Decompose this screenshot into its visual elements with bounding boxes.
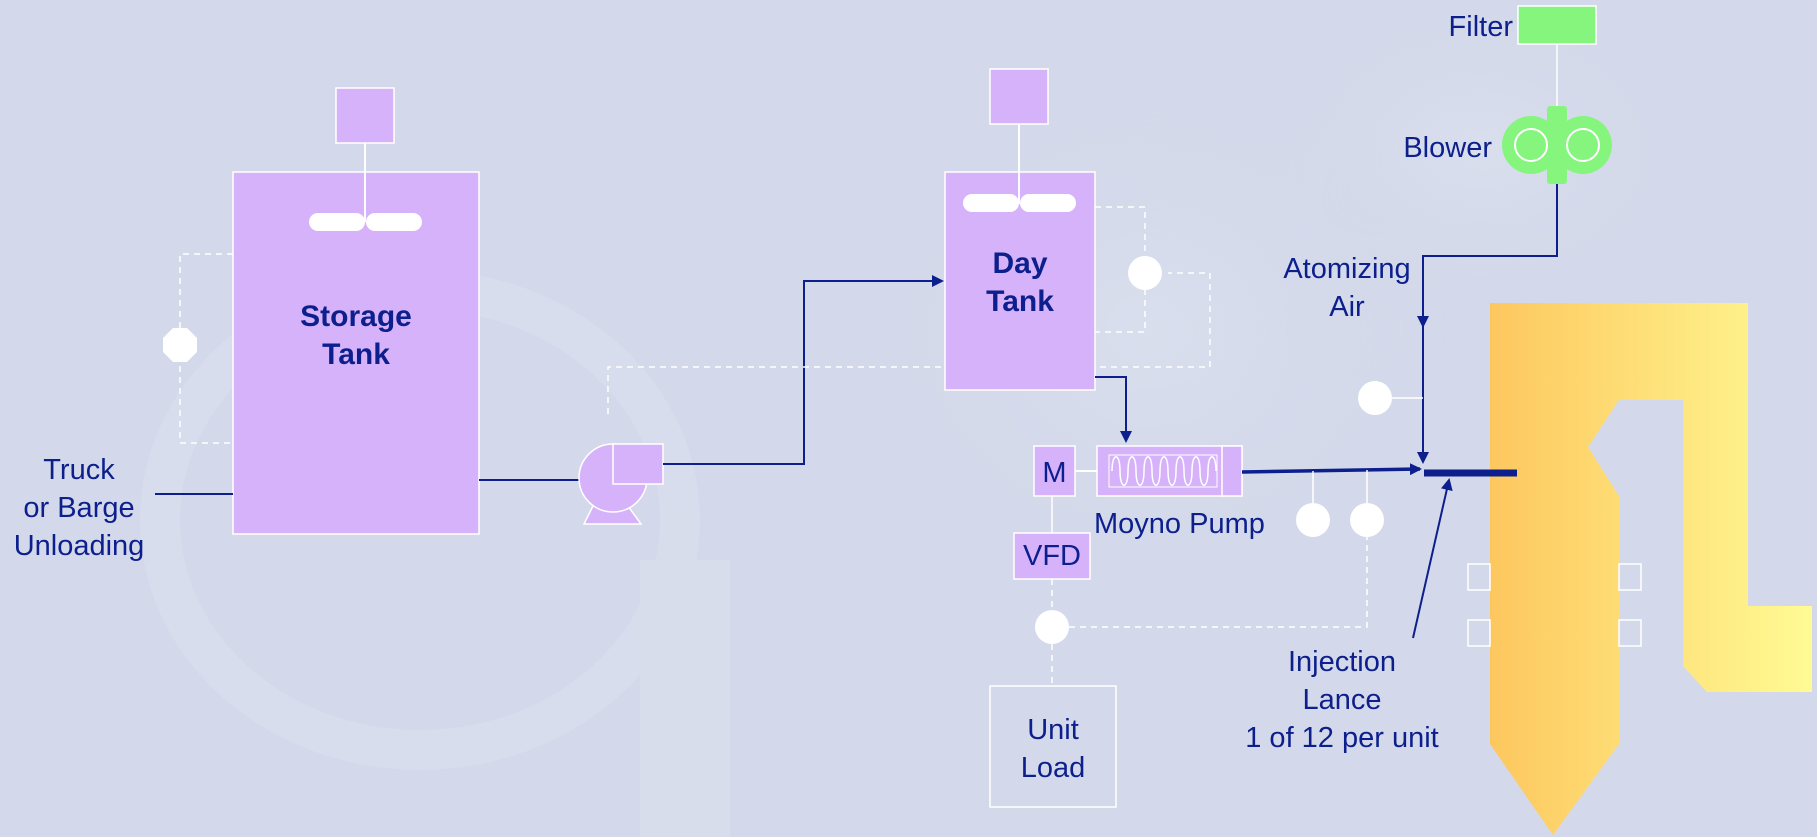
day-tank-mixer-blade (963, 194, 1019, 212)
air-pressure-instrument (1358, 381, 1392, 415)
injection-lance-label: Injection Lance 1 of 12 per unit (1222, 643, 1462, 757)
vfd-box (1013, 532, 1091, 580)
day-tank-mixer-blade (1020, 194, 1076, 212)
injection-lance-line-2: Lance (1302, 684, 1382, 716)
storage-tank-line-1: Storage (300, 300, 412, 333)
day-tank-line-1: Day (992, 247, 1048, 280)
storage-tank-label: Storage Tank (270, 298, 442, 374)
moyno-pump-label: Moyno Pump (1094, 508, 1265, 540)
flow-instrument (1296, 503, 1330, 537)
storage-tank-mixer-blade (366, 213, 422, 231)
boiler-ports (1467, 563, 1642, 647)
atomizing-air-line (1417, 184, 1558, 328)
pressure-instrument (1350, 503, 1384, 537)
atomizing-air-line-2: Air (1329, 291, 1365, 323)
reagent-line-to-lance (1241, 463, 1422, 476)
pump-control-loop (607, 272, 1211, 414)
filter-box (1517, 5, 1597, 45)
storage-tank-mixer-motor (335, 87, 395, 144)
day-tank-outlet-line (1095, 376, 1132, 443)
storage-tank-level-instrument (163, 328, 197, 362)
injection-lance-line-1: Injection (1287, 646, 1396, 678)
atomizing-air-label: Atomizing Air (1267, 250, 1427, 326)
flow-signal-line (1069, 523, 1368, 628)
day-tank-level-instrument (1128, 256, 1162, 290)
day-tank-line-2: Tank (986, 285, 1054, 318)
vfd-controller (1035, 610, 1069, 644)
storage-tank-mixer-blade (309, 213, 365, 231)
truck-unloading-label: Truck or Barge Unloading (4, 451, 154, 565)
unit-load-box (989, 685, 1117, 808)
lance-pointer (1412, 478, 1453, 639)
truck-unloading-line-2: or Barge (23, 492, 135, 524)
boiler (1490, 303, 1812, 835)
transfer-line-to-day-tank (663, 275, 944, 465)
truck-unloading-line-3: Unloading (13, 530, 145, 562)
motor-box (1033, 445, 1076, 497)
unit-load-label: Unit Load (990, 711, 1116, 787)
day-tank-label: Day Tank (960, 245, 1080, 321)
atomizing-air-line-1: Atomizing (1283, 253, 1411, 285)
unit-load-line-1: Unit (1027, 714, 1079, 746)
vfd-label: VFD (1023, 540, 1081, 572)
moyno-pump (1096, 445, 1243, 497)
injection-lance-line-3: 1 of 12 per unit (1245, 722, 1439, 754)
blower-label: Blower (1403, 132, 1492, 164)
filter-label: Filter (1448, 11, 1513, 43)
unit-load-line-2: Load (1020, 752, 1086, 784)
storage-tank (232, 171, 480, 535)
day-tank-mixer-motor (989, 68, 1049, 125)
transfer-pump (578, 443, 664, 525)
blower (1502, 106, 1612, 184)
truck-unloading-line-1: Truck (43, 454, 115, 486)
motor-label: M (1042, 457, 1067, 489)
storage-tank-line-2: Tank (322, 338, 390, 371)
